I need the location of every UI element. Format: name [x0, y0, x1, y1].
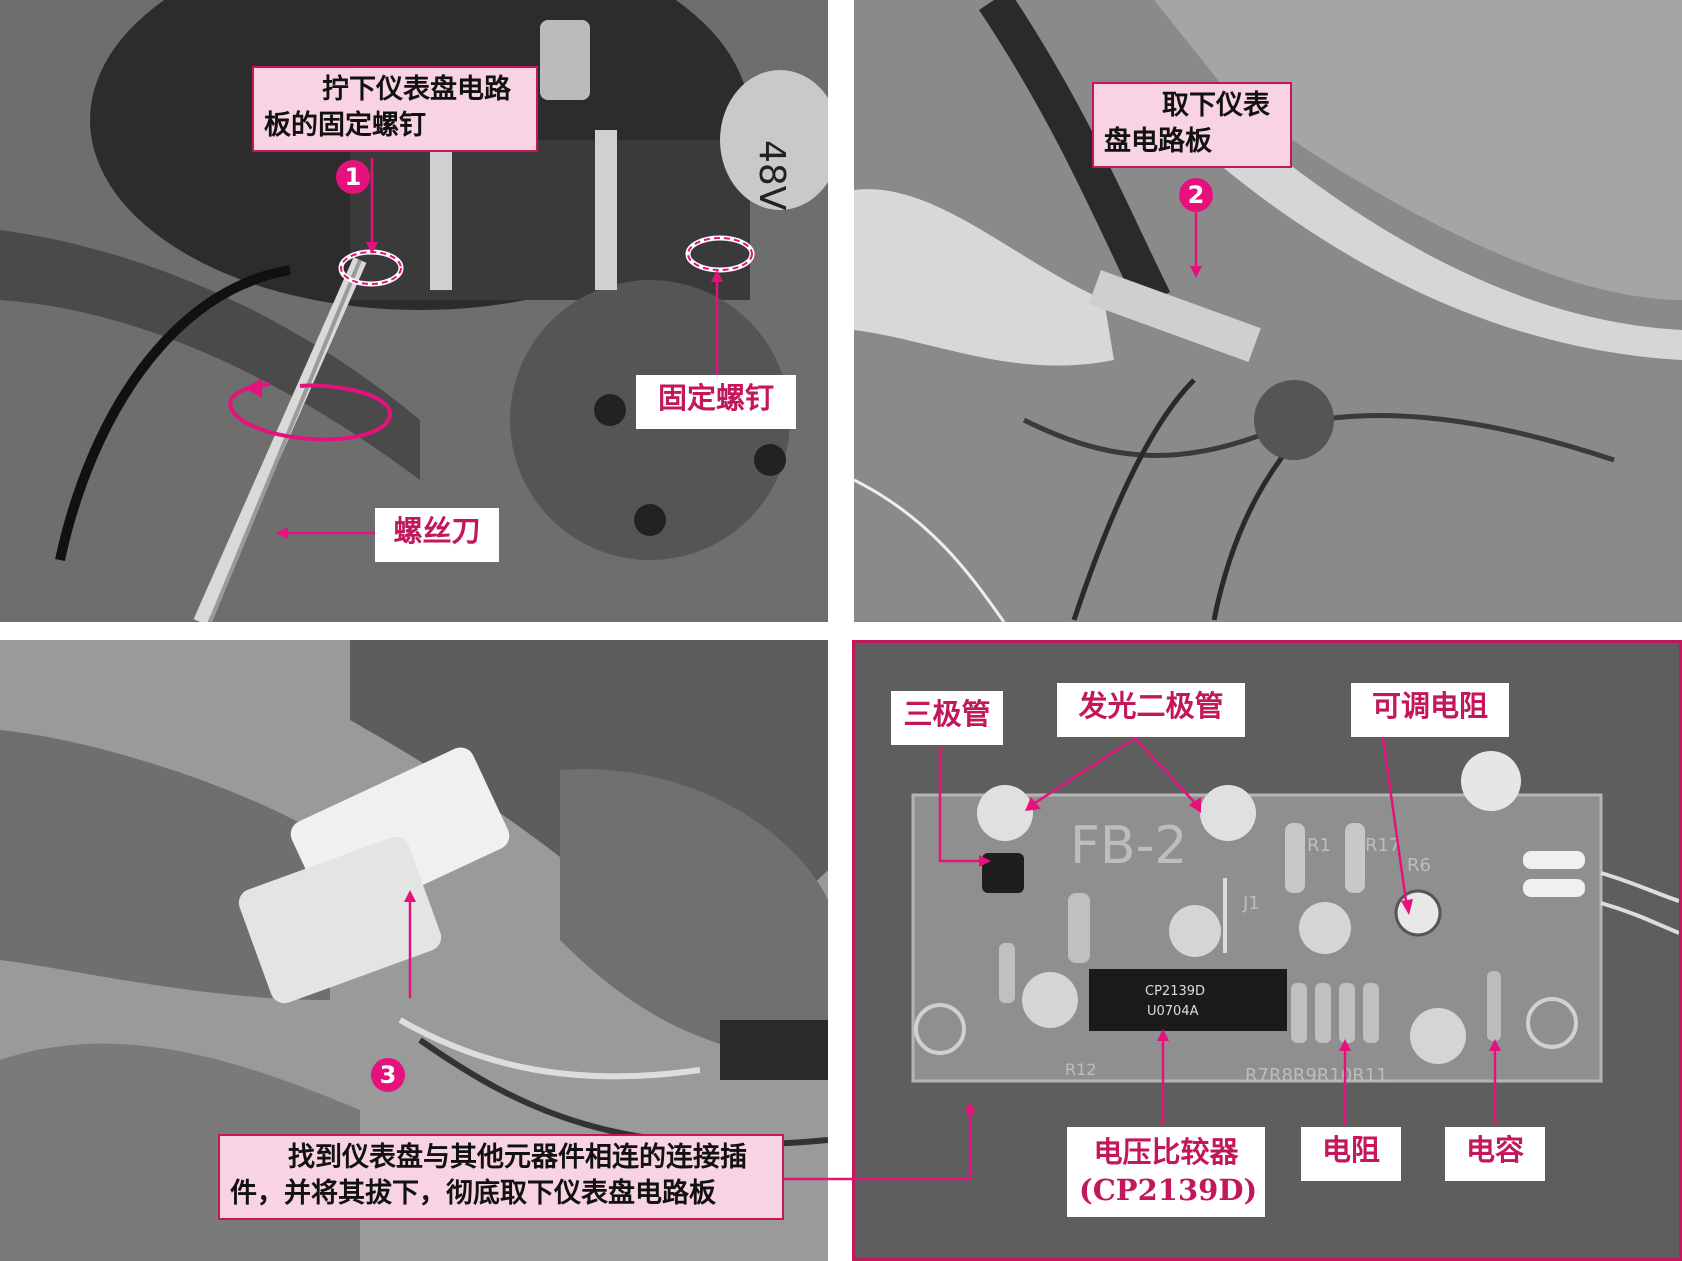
tag-led: 发光二极管: [1057, 683, 1245, 737]
callout-unscrew: 拧下仪表盘电路板的固定螺钉: [252, 66, 538, 152]
photo-panel-unplug: 3 找到仪表盘与其他元器件相连的连接插件，并将其拔下，彻底取下仪表盘电路板: [0, 640, 828, 1261]
callout-unplug: 找到仪表盘与其他元器件相连的连接插件，并将其拔下，彻底取下仪表盘电路板: [218, 1134, 784, 1220]
pot-component: [1394, 889, 1442, 937]
led-3: [1461, 751, 1521, 811]
tag-resistor: 电阻: [1301, 1127, 1401, 1181]
photo-panel-remove-board: 取下仪表盘电路板 2: [854, 0, 1682, 622]
photo-panel-board-components: FB-2 CP2139D U0704A R1 R17 R6 J1 R12 R7R…: [852, 640, 1682, 1261]
callout-remove-board: 取下仪表盘电路板: [1092, 82, 1292, 168]
tag-comparator-line2: (CP2139D): [1079, 1173, 1258, 1207]
led-2: [1200, 785, 1256, 841]
photo-removing-board: [854, 0, 1682, 622]
capacitor-component: [1487, 971, 1501, 1041]
board-48v-text: 48V: [751, 140, 792, 211]
tag-pot: 可调电阻: [1351, 683, 1509, 737]
tag-triode: 三极管: [891, 691, 1003, 745]
silk-r1: R1: [1307, 835, 1331, 856]
silk-r17: R17: [1365, 835, 1400, 856]
tag-comparator-line1: 电压比较器: [1093, 1135, 1239, 1169]
photo-panel-unscrew: 48V 拧下仪表盘电路板的固定螺钉 1 固定螺钉 螺丝刀: [0, 0, 828, 622]
tag-comparator: 电压比较器 (CP2139D): [1067, 1127, 1265, 1217]
tag-screwdriver: 螺丝刀: [375, 508, 499, 562]
step-badge-1: 1: [336, 160, 370, 194]
triode-component: [982, 853, 1024, 893]
step-badge-2: 2: [1179, 178, 1213, 212]
silk-r6: R6: [1407, 855, 1431, 876]
silk-j1: J1: [1242, 893, 1260, 914]
silk-r12: R12: [1065, 1060, 1096, 1079]
tag-fixed-screw: 固定螺钉: [636, 375, 796, 429]
comparator-ic: [1089, 969, 1287, 1031]
tag-capacitor: 电容: [1445, 1127, 1545, 1181]
silk-fb2: FB-2: [1070, 816, 1187, 876]
pcb-board: [911, 793, 1603, 1083]
ic-text-1: CP2139D: [1145, 984, 1205, 999]
ic-text-2: U0704A: [1147, 1004, 1199, 1019]
step-badge-3: 3: [371, 1058, 405, 1092]
silk-bottom: R7R8R9R10R11: [1245, 1065, 1388, 1086]
led-1: [977, 785, 1033, 841]
